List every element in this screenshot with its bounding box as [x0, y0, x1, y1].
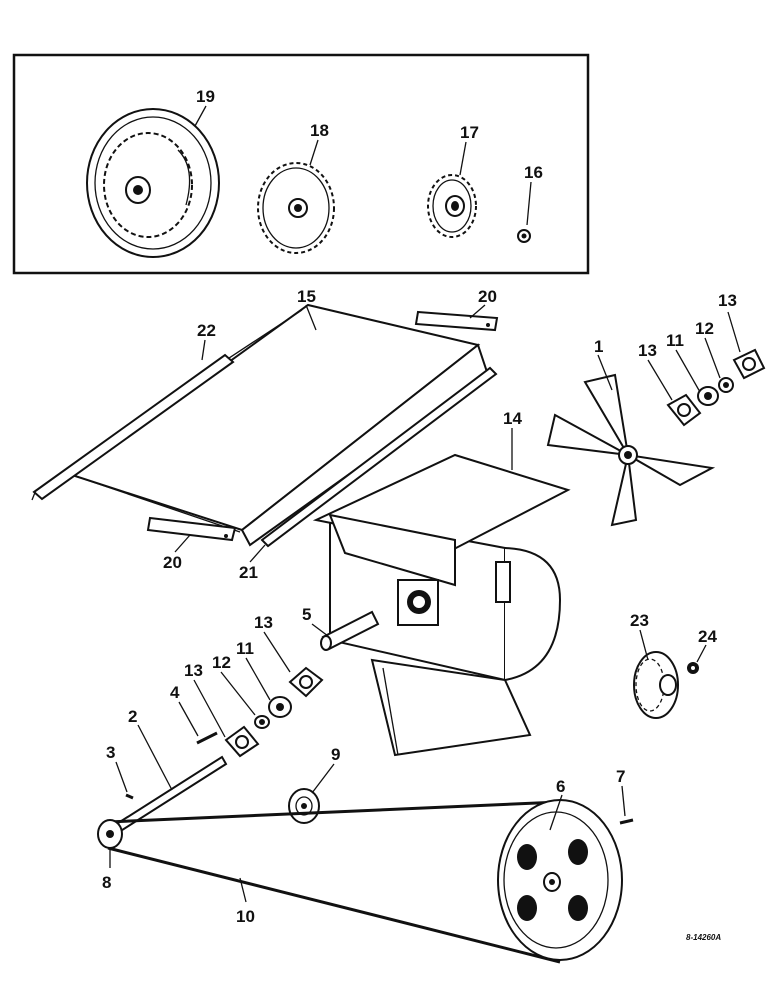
callout-11b: 11 [236, 639, 254, 658]
callout-4: 4 [170, 683, 180, 702]
callout-12a: 12 [695, 319, 714, 338]
bearing-icon [697, 386, 719, 406]
bearing-icon [268, 696, 292, 718]
callout-13a: 13 [638, 341, 657, 360]
key-icon [619, 818, 634, 825]
small-pulley-icon [97, 819, 123, 849]
pulley-sprocket-icon [86, 108, 220, 258]
callout-16: 16 [524, 163, 543, 182]
large-pulley-icon [497, 799, 623, 961]
fan-icon [546, 373, 716, 527]
callout-14: 14 [503, 409, 522, 428]
callout-12b: 12 [212, 653, 231, 672]
callout-13b: 13 [718, 291, 737, 310]
figure-id: 8-14260A [686, 933, 721, 942]
callout-18: 18 [310, 121, 329, 140]
callout-23: 23 [630, 611, 649, 630]
callout-13d: 13 [184, 661, 203, 680]
callout-13c: 13 [254, 613, 273, 632]
callout-20a: 20 [478, 287, 497, 306]
hub-icon [633, 651, 679, 719]
v-belt-icon [107, 800, 561, 964]
inset-frame [12, 53, 590, 275]
callout-19: 19 [196, 87, 215, 106]
callout-9: 9 [331, 745, 340, 764]
shaft-icon [320, 610, 380, 651]
sprocket-large-icon [257, 162, 335, 254]
callout-6: 6 [556, 777, 565, 796]
collar-icon [718, 377, 734, 393]
callout-2: 2 [128, 707, 137, 726]
idler-pulley-icon [288, 788, 320, 824]
pin-icon [196, 731, 218, 745]
callout-11a: 11 [666, 331, 684, 350]
callout-21: 21 [239, 563, 258, 582]
nut-icon [687, 662, 699, 674]
flange-icon [288, 666, 324, 698]
bracket-icon [146, 516, 237, 542]
fan-housing-icon [312, 453, 571, 757]
nut-icon [517, 229, 531, 243]
cotter-pin-icon [125, 793, 134, 800]
callout-17: 17 [460, 123, 479, 142]
callout-3: 3 [106, 743, 115, 762]
bracket-icon [414, 310, 499, 332]
callout-24: 24 [698, 627, 717, 646]
callout-20b: 20 [163, 553, 182, 572]
callout-1: 1 [594, 337, 603, 356]
callout-8: 8 [102, 873, 111, 892]
shaft-icon [102, 755, 228, 841]
callouts: 19 18 17 16 15 20 22 20 21 14 1 13 11 12… [102, 87, 737, 926]
leader-lines [109, 105, 741, 903]
flange-icon [666, 393, 702, 427]
flange-icon [732, 348, 766, 380]
collar-icon [254, 715, 270, 729]
callout-22: 22 [197, 321, 216, 340]
sprocket-small-icon [427, 174, 477, 238]
callout-10: 10 [236, 907, 255, 926]
strip-icon [31, 353, 235, 501]
callout-7: 7 [616, 767, 625, 786]
flange-icon [224, 725, 260, 758]
callout-5: 5 [302, 605, 311, 624]
callout-15: 15 [297, 287, 316, 306]
strip-icon [260, 366, 498, 548]
